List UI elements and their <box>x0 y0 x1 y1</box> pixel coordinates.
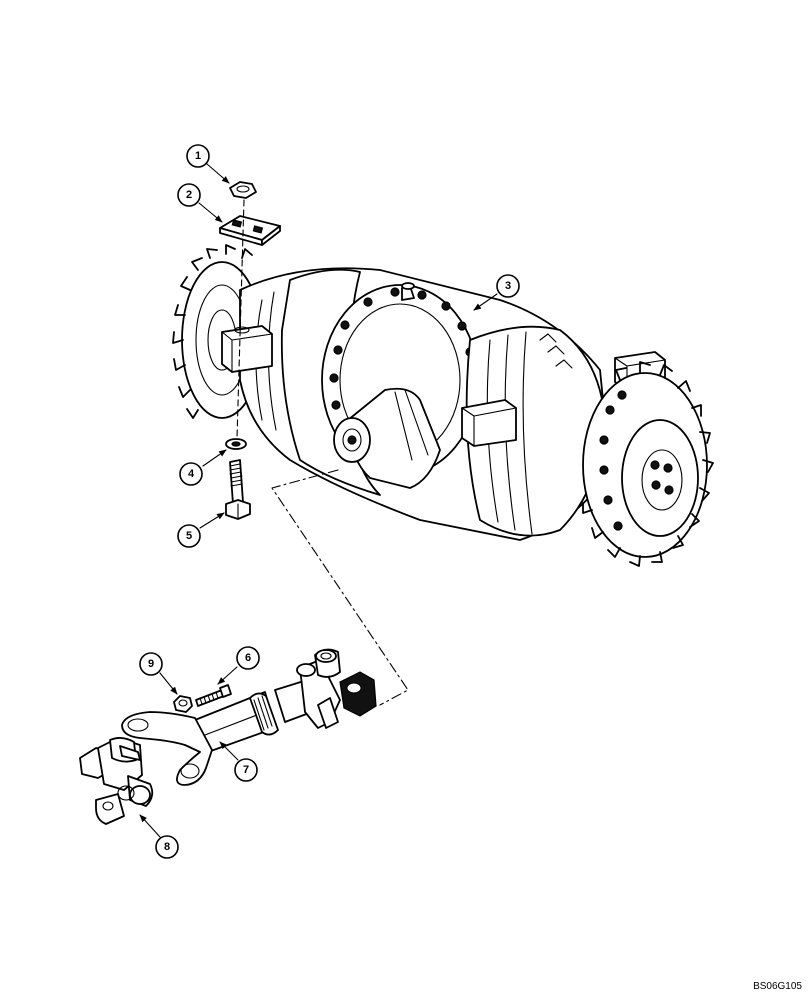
callout-5-label: 5 <box>186 530 192 542</box>
driveshaft-connection-line <box>271 469 409 706</box>
callout-4: 4 <box>179 462 203 486</box>
callout-9-label: 9 <box>148 658 154 670</box>
part-5-bolt <box>225 459 251 520</box>
right-mount-pad <box>461 399 517 447</box>
callout-1-label: 1 <box>195 150 201 162</box>
part-6-screw <box>195 684 232 707</box>
part-7-driveshaft <box>121 648 377 786</box>
part-8-universal-joint <box>79 737 154 825</box>
callout-4-label: 4 <box>188 468 195 480</box>
callout-3: 3 <box>496 274 520 298</box>
left-mount-pad <box>221 325 273 373</box>
reference-code: BS06G105 <box>753 981 802 992</box>
callout-8: 8 <box>155 835 179 859</box>
callout-leaders <box>139 163 498 838</box>
callout-7-label: 7 <box>243 764 249 776</box>
callout-6-label: 6 <box>245 652 251 664</box>
callout-2-label: 2 <box>186 189 192 201</box>
part-2-plate <box>219 215 281 246</box>
right-hub-housing <box>465 325 606 537</box>
callout-5: 5 <box>177 524 201 548</box>
part-4-washer <box>225 438 247 450</box>
axle-assembly <box>172 244 714 567</box>
callout-1: 1 <box>186 144 210 168</box>
callout-6: 6 <box>236 646 260 670</box>
callout-8-label: 8 <box>164 841 170 853</box>
part-9-nut <box>173 695 193 713</box>
alignment-line-vertical <box>236 199 245 439</box>
callout-2: 2 <box>177 183 201 207</box>
callout-3-label: 3 <box>505 280 511 292</box>
callout-7: 7 <box>234 758 258 782</box>
right-sprocket <box>582 361 714 567</box>
part-1-nut <box>229 181 257 199</box>
callout-9: 9 <box>139 652 163 676</box>
